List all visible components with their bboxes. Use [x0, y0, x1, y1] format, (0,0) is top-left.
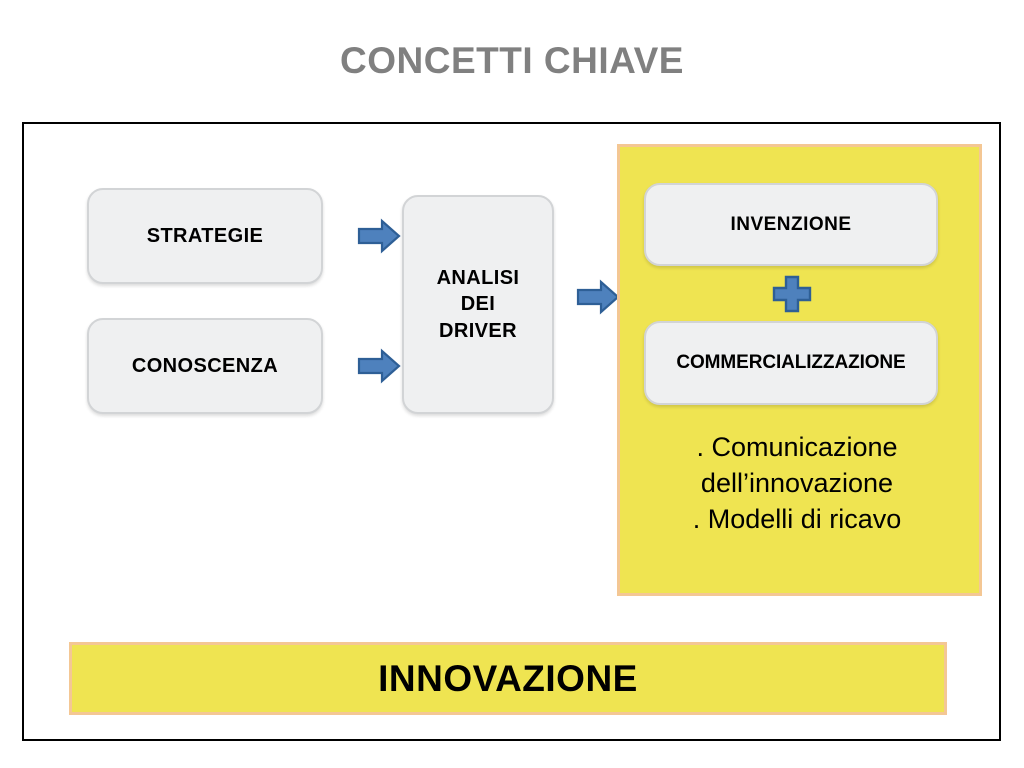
innovazione-banner-label: INNOVAZIONE — [378, 657, 638, 699]
plus-icon — [772, 275, 812, 313]
node-invenzione[interactable]: INVENZIONE — [644, 183, 938, 266]
innovazione-banner: INNOVAZIONE — [69, 642, 947, 715]
node-commercializzazione-label: COMMERCIALIZZAZIONE — [676, 352, 906, 373]
bullet-item: dell’innovazione — [700, 467, 894, 498]
node-commercializzazione[interactable]: COMMERCIALIZZAZIONE — [644, 321, 938, 405]
right-arrow-icon — [357, 348, 401, 384]
node-analisi-label: ANALISI DEI DRIVER — [437, 265, 520, 344]
node-analisi-line-3: DRIVER — [439, 319, 517, 342]
node-conoscenza-label: CONOSCENZA — [131, 354, 279, 377]
node-strategie[interactable]: STRATEGIE — [87, 188, 323, 284]
right-arrow-icon — [576, 279, 620, 315]
node-conoscenza[interactable]: CONOSCENZA — [87, 318, 323, 414]
node-analisi-dei-driver[interactable]: ANALISI DEI DRIVER — [402, 195, 554, 414]
bullet-item: . Comunicazione — [696, 432, 898, 462]
node-strategie-label: STRATEGIE — [146, 224, 264, 247]
innovation-output-panel: INVENZIONE COMMERCIALIZZAZIONE . Comunic… — [617, 144, 982, 596]
node-analisi-line-1: ANALISI — [436, 266, 520, 289]
bullet-item: . Modelli di ricavo — [692, 503, 902, 534]
right-arrow-icon — [357, 218, 401, 254]
diagram-frame: STRATEGIE CONOSCENZA ANALISI DEI DRIVER … — [22, 122, 1001, 741]
node-invenzione-label: INVENZIONE — [730, 213, 852, 235]
page-title: CONCETTI CHIAVE — [340, 40, 684, 81]
innovation-bullet-list: . Comunicazione dell’innovazione . Model… — [634, 430, 960, 538]
node-analisi-line-2: DEI — [460, 293, 496, 316]
